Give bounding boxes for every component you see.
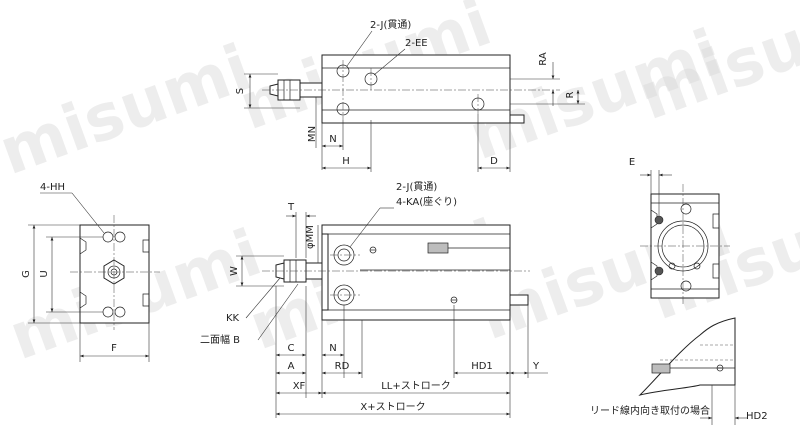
label-w: W bbox=[229, 266, 240, 276]
label-g: G bbox=[21, 270, 32, 278]
label-hh: 4-HH bbox=[40, 182, 65, 193]
label-s: S bbox=[235, 88, 246, 94]
lead-wire-detail: リード線内向き取付の場合 HD2 bbox=[590, 317, 768, 425]
top-view-body bbox=[321, 54, 511, 124]
label-mm: φMM bbox=[305, 225, 316, 249]
front-view: T φMM W KK 二面幅 B C N A RD HD1 bbox=[200, 181, 548, 418]
label-c: C bbox=[288, 343, 295, 354]
watermark: misumi bbox=[0, 31, 261, 190]
end-view-right: E bbox=[629, 157, 730, 306]
switch-cross-section bbox=[654, 215, 664, 225]
end-view-left: G U F 4-HH bbox=[21, 182, 160, 362]
mount-hole bbox=[114, 231, 126, 243]
label-two-flat: 二面幅 B bbox=[200, 333, 240, 346]
label-u: U bbox=[39, 270, 50, 277]
label-r: R bbox=[565, 91, 576, 98]
label-n-top: N bbox=[329, 134, 336, 145]
label-j-through-top: 2-J(貫通) bbox=[370, 19, 411, 31]
switch-cross-section bbox=[654, 266, 664, 276]
label-mn: MN bbox=[307, 126, 318, 142]
front-view-body bbox=[321, 224, 511, 321]
label-lead-wire: リード線内向き取付の場合 bbox=[590, 404, 710, 417]
label-n-front: N bbox=[329, 343, 336, 354]
label-e: E bbox=[629, 157, 635, 168]
label-ee: 2-EE bbox=[405, 38, 428, 49]
auto-switch bbox=[427, 242, 449, 254]
label-ll-stroke: LL+ストローク bbox=[381, 380, 451, 392]
label-y: Y bbox=[532, 361, 540, 372]
watermark: misumi bbox=[630, 0, 800, 135]
detail-section bbox=[638, 317, 736, 396]
label-d: D bbox=[490, 156, 498, 167]
label-xf: XF bbox=[293, 381, 306, 392]
label-t: T bbox=[287, 202, 295, 213]
label-ka-counterbore: 4-KA(座ぐり) bbox=[396, 195, 457, 208]
label-hd2: HD2 bbox=[746, 411, 768, 422]
auto-switch bbox=[651, 363, 671, 374]
label-ra: RA bbox=[538, 52, 549, 66]
label-kk: KK bbox=[226, 313, 240, 324]
label-a: A bbox=[288, 361, 295, 372]
label-h: H bbox=[342, 156, 350, 167]
mount-hole bbox=[114, 306, 126, 318]
label-x-stroke: X+ストローク bbox=[360, 401, 425, 413]
label-rd: RD bbox=[335, 361, 350, 372]
label-f: F bbox=[111, 343, 117, 354]
top-view: S MN N H D RA R 2-J(貫通) 2-EE bbox=[235, 19, 585, 172]
label-j-through-front: 2-J(貫通) bbox=[396, 181, 437, 193]
label-hd1: HD1 bbox=[471, 361, 493, 372]
